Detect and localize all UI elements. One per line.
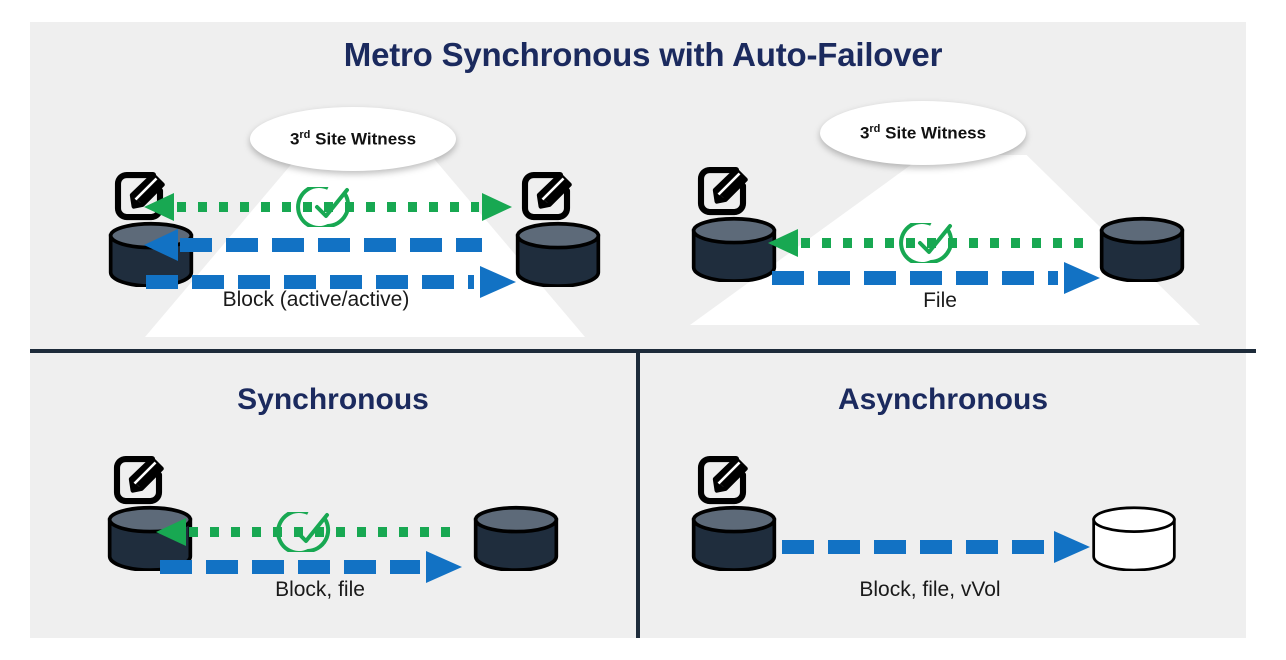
edit-icon	[521, 171, 572, 221]
replication-arrow-right-block	[144, 265, 516, 299]
replication-arrow-right-sync	[158, 550, 462, 584]
check-circle-icon	[899, 223, 954, 263]
quadrant-file: 3rd Site Witness	[660, 95, 1230, 325]
edit-icon	[697, 455, 748, 505]
heartbeat-arrow-sync	[156, 512, 456, 552]
node-file-right	[1096, 216, 1188, 282]
witness-label: 3rd Site Witness	[859, 122, 987, 143]
witness-badge-file: 3rd Site Witness	[820, 101, 1026, 165]
quadrant-block-active-active: 3rd Site Witness	[60, 95, 640, 337]
node-async-left	[688, 452, 780, 571]
section-title-synchronous: Synchronous	[237, 383, 429, 416]
storage-cylinder-icon	[1099, 216, 1185, 282]
node-async-right	[1088, 506, 1180, 571]
caption-sync: Block, file	[275, 578, 365, 601]
storage-cylinder-icon	[691, 216, 777, 282]
edit-icon	[114, 171, 165, 221]
edit-icon	[113, 455, 164, 505]
edit-icon	[697, 166, 748, 216]
storage-cylinder-outline-icon	[1092, 506, 1176, 571]
vertical-divider	[636, 352, 640, 638]
storage-cylinder-icon	[691, 505, 777, 571]
quadrant-asynchronous: Block, file, vVol	[660, 440, 1220, 620]
caption-block: Block (active/active)	[222, 288, 410, 311]
quadrant-synchronous: Block, file	[60, 440, 620, 620]
heartbeat-arrow-block	[144, 187, 512, 227]
witness-label: 3rd Site Witness	[289, 128, 417, 149]
check-circle-icon	[296, 187, 351, 227]
section-title-asynchronous: Asynchronous	[837, 383, 1049, 416]
node-file-left	[688, 163, 780, 282]
witness-badge-block: 3rd Site Witness	[250, 107, 456, 171]
storage-cylinder-icon	[473, 505, 559, 571]
check-circle-icon	[276, 512, 331, 552]
node-sync-left	[104, 452, 196, 571]
page-title: Metro Synchronous with Auto-Failover	[343, 36, 943, 73]
heartbeat-arrow-file	[768, 223, 1090, 263]
replication-arrow-left-block	[144, 228, 484, 262]
node-block-right	[512, 168, 604, 287]
caption-async: Block, file, vVol	[859, 578, 1001, 601]
node-sync-right	[470, 505, 562, 571]
replication-arrow-right-async	[780, 530, 1090, 564]
storage-cylinder-icon	[515, 221, 601, 287]
replication-arrow-right-file	[770, 261, 1100, 295]
horizontal-divider	[30, 349, 1256, 353]
caption-file: File	[923, 289, 957, 312]
